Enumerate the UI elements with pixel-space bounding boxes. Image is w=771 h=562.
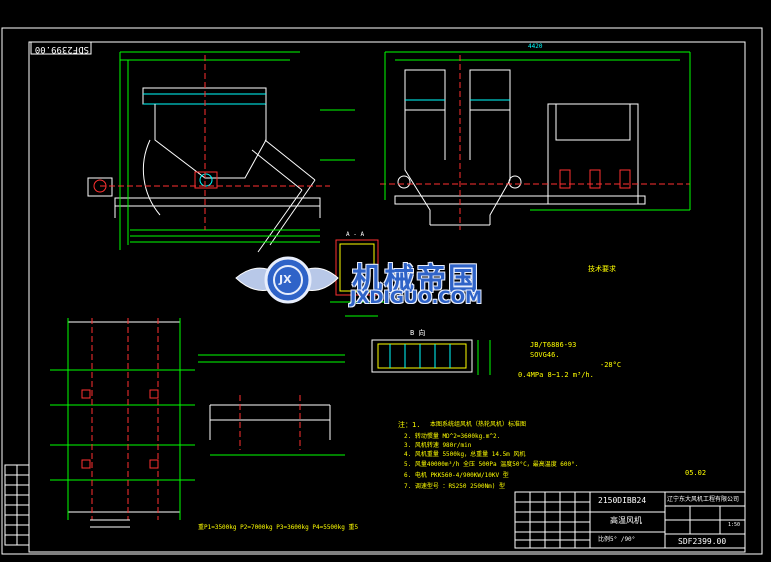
- tech-req-line-1: JB/T6886-93: [530, 341, 577, 349]
- foundation-plan: [50, 318, 195, 528]
- watermark-badge-text: JX: [279, 273, 292, 286]
- tech-req-title: 技术要求: [588, 265, 616, 273]
- drawing-number-rotated: SDF2399.00: [34, 44, 89, 54]
- watermark-en: JXDIGUO.COM: [350, 288, 483, 308]
- tech-req-line-3: -28°C: [600, 361, 622, 369]
- title-model: 2150DIBB24: [598, 496, 647, 505]
- fan-side-view: [87, 51, 355, 253]
- title-name: 高温风机: [610, 516, 642, 525]
- note-line-1: 本图系统组风机（热轮风机）标准图: [430, 421, 527, 428]
- tech-req-line-2: SOVG46.: [530, 351, 560, 359]
- note-line-7: 7. 调速型号 ：RS250 2500Nm) 型: [404, 483, 506, 490]
- drawing-number-box: [30, 41, 92, 55]
- title-number: SDF2399.00: [678, 537, 727, 546]
- note-line-2: 2. 转动惯量 MD^2=3600kg.m^2.: [404, 433, 501, 440]
- view-label-a: A - A: [346, 231, 365, 238]
- inner-border: [28, 41, 746, 553]
- view-label-b: B 向: [410, 329, 426, 337]
- watermark-badge: [235, 256, 339, 304]
- note-line-5: 5. 风量40000m³/h 全压 500Pa 温度50°C，最高温度 600°…: [404, 461, 579, 468]
- title-ratio: 比例5° /90°: [598, 536, 636, 543]
- note-line-6: 6. 电机 PKK560-4/900KW/10KV 型: [404, 472, 509, 479]
- revision-table: [4, 464, 30, 546]
- base-frame-plan: [198, 354, 345, 456]
- title-scale: 1:50: [728, 522, 741, 528]
- weights-line: 重P1=3500kg P2=7000kg P3=3600kg P4=5500kg…: [198, 524, 359, 531]
- document-date: 05.02: [685, 469, 707, 477]
- watermark-cn: 机械帝国: [352, 262, 480, 297]
- notes-header: 注：1.: [398, 421, 421, 429]
- title-block: [514, 491, 746, 549]
- outer-border: [1, 27, 763, 555]
- note-line-3: 3. 风机转速 980r/min: [404, 442, 472, 449]
- top-dimension-label: 4420: [528, 43, 543, 50]
- fan-front-view: [380, 51, 691, 230]
- b-view-section: [330, 239, 491, 375]
- note-line-4: 4. 风机重量 5500kg，总重量 14.5m 风机: [404, 451, 526, 458]
- title-company: 辽宁东大风机工程有限公司: [667, 496, 740, 503]
- tech-req-line-4: 0.4MPa 8~1.2 m³/h.: [518, 371, 594, 379]
